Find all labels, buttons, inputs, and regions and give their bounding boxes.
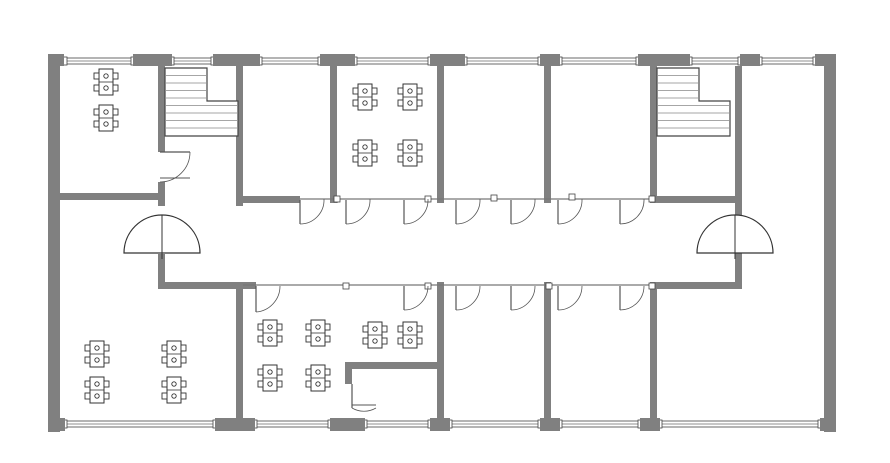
desk-with-chairs-symbol xyxy=(84,340,110,368)
window-symbol xyxy=(352,56,433,66)
staircase-symbol xyxy=(164,67,239,137)
wall-segment xyxy=(236,196,300,203)
wall-segment xyxy=(345,362,352,384)
swing-door-symbol xyxy=(351,384,377,412)
wall-segment xyxy=(215,418,255,431)
desk-with-chairs-symbol xyxy=(397,83,423,111)
window-symbol xyxy=(462,56,543,66)
wall-segment xyxy=(650,282,657,424)
window-symbol xyxy=(687,56,743,66)
desk-with-chairs-symbol xyxy=(93,104,119,132)
wall-segment xyxy=(320,54,355,66)
walls-layer xyxy=(48,54,836,432)
window-symbol xyxy=(169,56,216,66)
wall-segment xyxy=(820,418,836,431)
swing-door-symbol xyxy=(299,198,325,225)
window-symbol xyxy=(62,56,136,66)
swing-door-symbol xyxy=(510,285,536,311)
wall-segment xyxy=(430,418,450,431)
partition-post xyxy=(490,194,498,202)
wall-segment xyxy=(330,66,337,203)
wall-segment xyxy=(437,66,444,203)
wall-segment xyxy=(236,66,243,206)
wall-segment xyxy=(430,54,465,66)
window-symbol xyxy=(447,419,543,429)
wall-segment xyxy=(740,54,760,66)
wall-segment xyxy=(650,282,742,289)
wall-segment xyxy=(158,254,165,288)
swing-door-symbol xyxy=(159,151,191,183)
desk-with-chairs-symbol xyxy=(161,340,187,368)
wall-segment xyxy=(58,193,162,200)
window-symbol xyxy=(557,419,643,429)
swing-door-symbol xyxy=(403,285,429,311)
wall-segment xyxy=(540,54,560,66)
wall-segment xyxy=(158,282,242,289)
swing-door-symbol xyxy=(557,285,583,311)
window-symbol xyxy=(657,419,823,429)
desk-with-chairs-symbol xyxy=(257,364,283,392)
swing-door-symbol xyxy=(403,198,429,225)
partition-post xyxy=(333,195,341,203)
partition-post xyxy=(648,282,656,290)
swing-door-symbol xyxy=(557,198,583,225)
wall-segment xyxy=(158,182,165,206)
wall-segment xyxy=(650,66,657,203)
wall-segment xyxy=(815,54,836,66)
wall-segment xyxy=(824,54,836,432)
window-symbol xyxy=(557,56,641,66)
wall-segment xyxy=(544,282,551,424)
doors-layer xyxy=(159,151,645,412)
entrance-domes-layer xyxy=(123,214,774,259)
desk-with-chairs-symbol xyxy=(93,68,119,96)
desk-with-chairs-symbol xyxy=(362,321,388,349)
desk-with-chairs-symbol xyxy=(257,319,283,347)
wall-segment xyxy=(345,362,442,369)
stairs-layer xyxy=(164,67,731,137)
swing-door-symbol xyxy=(345,198,371,225)
wall-segment xyxy=(544,66,551,203)
wall-segment xyxy=(735,66,742,266)
partition-post xyxy=(342,282,350,290)
semicircle-entrance-symbol xyxy=(123,214,201,259)
desk-with-chairs-symbol xyxy=(397,139,423,167)
furniture-layer xyxy=(84,68,423,404)
swing-door-symbol xyxy=(455,198,481,225)
desk-with-chairs-symbol xyxy=(397,321,423,349)
swing-door-symbol xyxy=(619,285,645,311)
wall-segment xyxy=(133,54,172,66)
wall-segment xyxy=(48,54,64,66)
wall-segment xyxy=(638,54,690,66)
desk-with-chairs-symbol xyxy=(352,139,378,167)
swing-door-symbol xyxy=(455,285,481,311)
wall-segment xyxy=(650,196,742,203)
wall-segment xyxy=(48,54,60,432)
window-symbol xyxy=(362,419,433,429)
partition-post xyxy=(545,282,553,290)
wall-segment xyxy=(330,418,365,431)
wall-segment xyxy=(735,254,742,289)
window-symbol xyxy=(757,56,818,66)
window-symbol xyxy=(257,56,323,66)
semicircle-entrance-symbol xyxy=(696,214,774,259)
swing-door-symbol xyxy=(255,285,281,313)
wall-segment xyxy=(158,66,165,152)
swing-door-symbol xyxy=(510,198,536,225)
wall-segment xyxy=(48,418,65,431)
desk-with-chairs-symbol xyxy=(352,83,378,111)
partition-post xyxy=(568,193,576,201)
window-symbol xyxy=(252,419,333,429)
wall-segment xyxy=(213,54,260,66)
desk-with-chairs-symbol xyxy=(161,376,187,404)
wall-segment xyxy=(437,282,444,424)
partition-post xyxy=(648,195,656,203)
staircase-symbol xyxy=(656,67,731,137)
window-symbol xyxy=(62,419,218,429)
desk-with-chairs-symbol xyxy=(305,364,331,392)
swing-door-symbol xyxy=(619,198,645,225)
desk-with-chairs-symbol xyxy=(305,319,331,347)
wall-segment xyxy=(236,282,243,424)
desk-with-chairs-symbol xyxy=(84,376,110,404)
